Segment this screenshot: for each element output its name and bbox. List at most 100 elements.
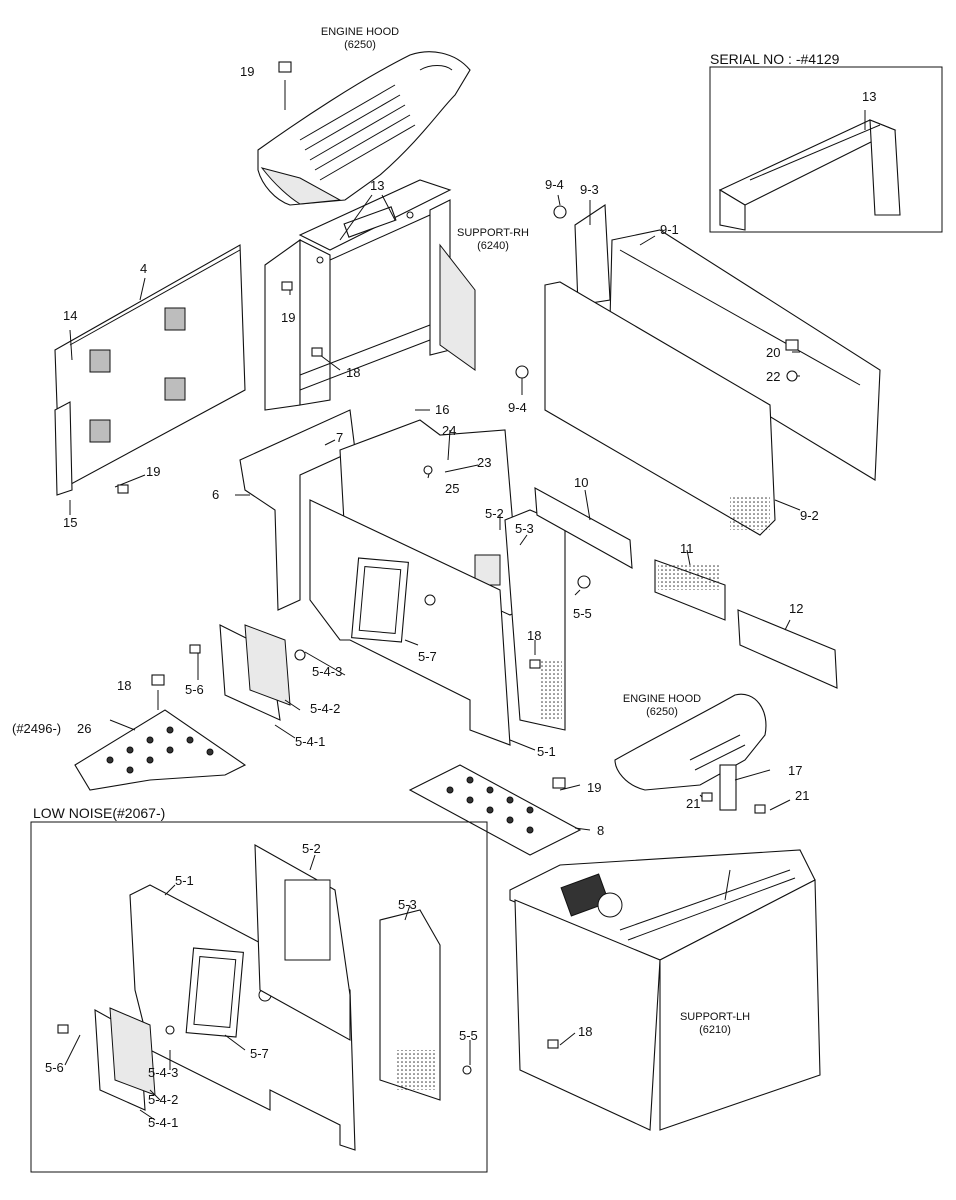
callout: 9-3 (580, 182, 599, 197)
hood-vents (299, 84, 416, 181)
support-rh-code: (6240) (477, 240, 509, 252)
callout: 25 (445, 481, 459, 496)
grommet-5-4-3a (294, 649, 306, 661)
bolt-21a (701, 792, 713, 802)
bolt-18d (547, 1039, 559, 1049)
callout: 9-2 (800, 508, 819, 523)
floor-plate-8 (408, 764, 582, 856)
part-25 (423, 465, 433, 475)
callout: 16 (435, 402, 449, 417)
callout: 5-4-2 (148, 1092, 178, 1107)
bolt-19d (552, 777, 566, 789)
callout: 5-5 (573, 606, 592, 621)
floor-plate-26 (74, 709, 247, 791)
panel-10 (534, 487, 633, 569)
callout: 5-1 (175, 873, 194, 888)
engine-hood-label: ENGINE HOOD (321, 26, 399, 38)
support-lh-label: SUPPORT-LH (680, 1011, 750, 1023)
callout: 19 (240, 64, 254, 79)
callout: 5-6 (45, 1060, 64, 1075)
callout: 5-4-3 (148, 1065, 178, 1080)
callout: 24 (442, 423, 456, 438)
callout: 12 (789, 601, 803, 616)
panel-9-3 (574, 204, 611, 306)
washer-22 (786, 370, 798, 382)
support-lh-frame (509, 849, 821, 1131)
callout: 18 (117, 678, 131, 693)
callout: 5-3 (398, 897, 417, 912)
engine-hood-2-code: (6250) (646, 706, 678, 718)
serial-inset (709, 66, 943, 233)
callout: 26 (77, 721, 91, 736)
bolt-5-6b (57, 1024, 69, 1034)
bolt-19c (117, 484, 129, 494)
bolt-5-6a (189, 644, 201, 654)
callout: 6 (212, 487, 219, 502)
callout: 5-2 (485, 506, 504, 521)
engine-hood-code: (6250) (344, 39, 376, 51)
callout: 14 (63, 308, 77, 323)
callout: 19 (281, 310, 295, 325)
callout: 5-4-1 (148, 1115, 178, 1130)
panel-12 (737, 609, 838, 689)
panel-5-1 (309, 499, 511, 746)
callout: 5-1 (537, 744, 556, 759)
item-26-prefix: (#2496-) (12, 721, 61, 736)
callout: 9-4 (508, 400, 527, 415)
low-noise-box (30, 821, 488, 1173)
callout: 7 (336, 430, 343, 445)
callout: 22 (766, 369, 780, 384)
callout: 5-7 (250, 1046, 269, 1061)
callout: 5-2 (302, 841, 321, 856)
callout: 4 (140, 261, 147, 276)
support-lh-code: (6210) (699, 1024, 731, 1036)
plug-5-5b (462, 1065, 472, 1075)
callout: 13 (370, 178, 384, 193)
bolt-18b (529, 659, 541, 669)
grommet-5-4-3b (165, 1025, 175, 1035)
callout: 21 (686, 796, 700, 811)
serial-no-label: SERIAL NO : -#4129 (710, 51, 840, 67)
callout: 15 (63, 515, 77, 530)
callout: 10 (574, 475, 588, 490)
callout: 5-3 (515, 521, 534, 536)
captions: ENGINE HOOD (6250) SERIAL NO : -#4129 SU… (12, 26, 840, 1036)
callout: 5-7 (418, 649, 437, 664)
callout: 11 (680, 541, 694, 556)
bolt-19a (278, 61, 292, 73)
engine-hood-bottom (614, 693, 767, 811)
support-rh-label: SUPPORT-RH (457, 227, 529, 239)
callout: 9-1 (660, 222, 679, 237)
low-noise-label: LOW NOISE(#2067-) (33, 805, 165, 821)
callout: 5-6 (185, 682, 204, 697)
callout: 18 (527, 628, 541, 643)
callout: 19 (587, 780, 601, 795)
panel-11 (654, 559, 726, 621)
callout: 21 (795, 788, 809, 803)
cover-5-4 (219, 624, 291, 721)
callout: 23 (477, 455, 491, 470)
callout: 18 (578, 1024, 592, 1039)
plug-5-5a (577, 575, 591, 589)
engine-hood-2-label: ENGINE HOOD (623, 693, 701, 705)
panel-5-2 (339, 419, 521, 616)
bolt-19b (281, 281, 293, 291)
callout: 17 (788, 763, 802, 778)
callout: 8 (597, 823, 604, 838)
callout: 19 (146, 464, 160, 479)
panel-9-2 (544, 281, 776, 536)
plug-9-4 (515, 365, 529, 379)
engine-hood-top (257, 51, 471, 206)
callout: 18 (346, 365, 360, 380)
callout: 13 (862, 89, 876, 104)
callout: 5-4-1 (295, 734, 325, 749)
callout-numbers: 19 13 13 4 14 19 18 19 15 9-4 9-3 9-1 20… (45, 64, 876, 1130)
callout: 20 (766, 345, 780, 360)
callout: 5-4-2 (310, 701, 340, 716)
plug-9-4b (553, 205, 567, 219)
panel-9-1 (609, 229, 881, 481)
support-rh-frame (264, 179, 476, 411)
callout: 5-5 (459, 1028, 478, 1043)
callout: 5-4-3 (312, 664, 342, 679)
